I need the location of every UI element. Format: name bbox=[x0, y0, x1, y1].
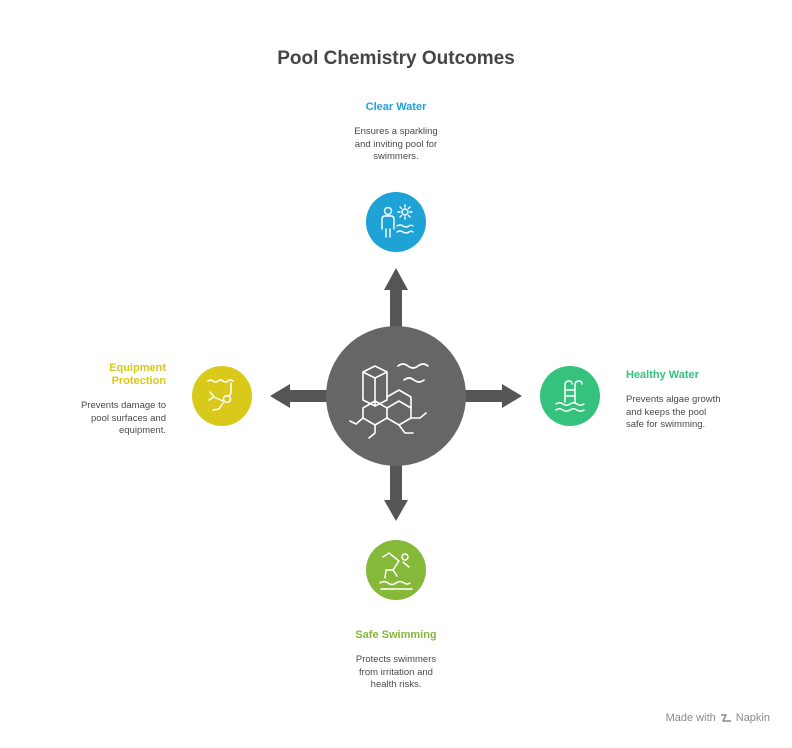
clear-water-circle bbox=[366, 192, 426, 252]
arrow-down bbox=[384, 462, 408, 521]
chemistry-molecule-icon bbox=[349, 363, 429, 439]
footer-text: Made with bbox=[665, 712, 716, 724]
pool-ladder-icon bbox=[555, 380, 585, 412]
arrow-left bbox=[270, 384, 330, 408]
safe-swimming-title: Safe Swimming bbox=[355, 629, 437, 641]
equipment-protection-desc: Prevents damage to pool surfaces and equ… bbox=[80, 400, 166, 436]
hub-circle bbox=[326, 326, 466, 466]
snorkel-diver-icon bbox=[207, 379, 234, 411]
swimmer-sun-icon bbox=[381, 204, 414, 238]
safe-swimming-circle bbox=[366, 540, 426, 600]
diver-icon bbox=[379, 552, 413, 590]
napkin-logo-icon bbox=[720, 714, 731, 722]
page-title: Pool Chemistry Outcomes bbox=[277, 48, 515, 69]
arrow-right bbox=[462, 384, 522, 408]
healthy-water-desc: Prevents algae growth and keeps the pool… bbox=[626, 394, 721, 430]
arrow-up bbox=[384, 268, 408, 330]
footer-brand: Napkin bbox=[735, 712, 770, 724]
safe-swimming-desc: Protects swimmers from irritation and he… bbox=[355, 654, 437, 690]
footer: Made with Napkin bbox=[666, 712, 770, 724]
clear-water-desc: Ensures a sparkling and inviting pool fo… bbox=[354, 126, 438, 162]
healthy-water-title: Healthy Water bbox=[626, 369, 699, 381]
clear-water-title: Clear Water bbox=[365, 101, 427, 113]
equipment-protection-circle bbox=[192, 366, 252, 426]
equipment-protection-title: Equipment Protection bbox=[109, 362, 166, 387]
